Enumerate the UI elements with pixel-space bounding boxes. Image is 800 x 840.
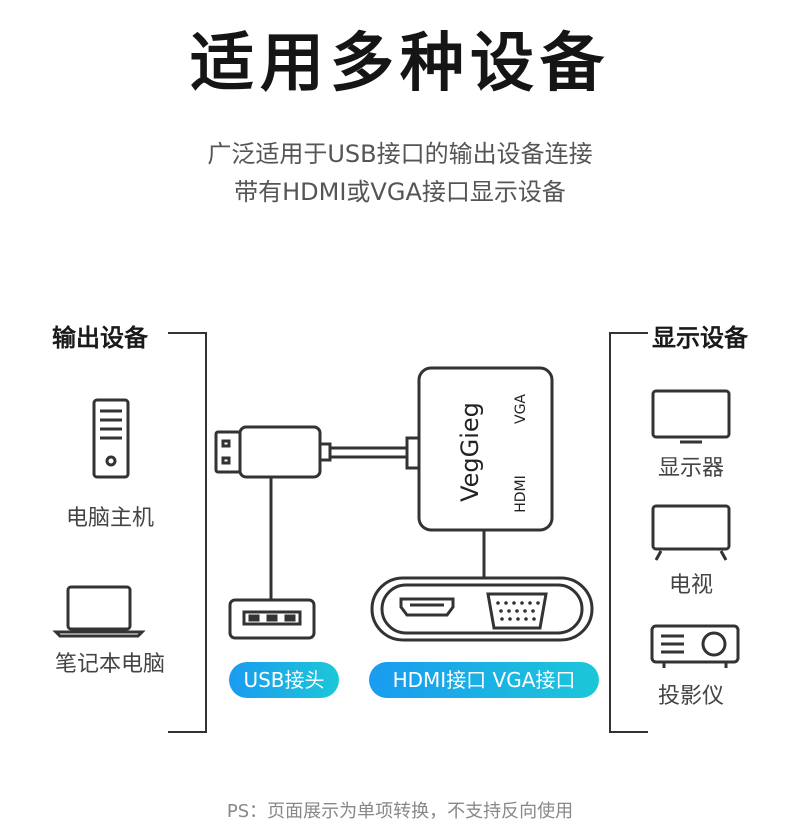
usb-port-icon xyxy=(228,598,316,640)
tv-label: 电视 xyxy=(668,573,713,598)
display-devices-heading: 显示设备 xyxy=(652,324,748,352)
video-port-panel xyxy=(370,576,594,642)
usb-connector-callout: USB接头 xyxy=(229,662,339,698)
vga-port-icon xyxy=(486,592,548,630)
desktop-tower-icon xyxy=(92,398,130,479)
left-bracket xyxy=(168,332,207,733)
usb-cable xyxy=(330,436,421,470)
adapter-port-hdmi-label: HDMI xyxy=(513,475,529,513)
adapter-body xyxy=(417,366,554,532)
projector-icon xyxy=(650,624,740,668)
monitor-label: 显示器 xyxy=(657,456,724,481)
tv-icon xyxy=(651,504,731,561)
adapter-port-vga-label: VGA xyxy=(513,394,529,424)
laptop-icon xyxy=(52,585,146,638)
video-ports-callout: HDMI接口 VGA接口 xyxy=(369,662,599,698)
subtitle-line-2: 带有HDMI或VGA接口显示设备 xyxy=(234,178,566,206)
right-bracket xyxy=(609,332,648,733)
monitor-icon xyxy=(651,389,731,444)
laptop-label: 笔记本电脑 xyxy=(54,652,165,677)
usb-plug-icon xyxy=(214,425,332,479)
subtitle-line-1: 广泛适用于USB接口的输出设备连接 xyxy=(207,140,593,168)
output-devices-heading: 输出设备 xyxy=(52,324,148,352)
adapter-brand: VegGieg xyxy=(456,402,484,502)
projector-label: 投影仪 xyxy=(657,684,724,709)
desktop-pc-label: 电脑主机 xyxy=(65,506,154,531)
hdmi-port-icon xyxy=(399,597,455,617)
page-title: 适用多种设备 xyxy=(190,27,610,101)
footnote: PS：页面展示为单项转换，不支持反向使用 xyxy=(226,801,574,822)
